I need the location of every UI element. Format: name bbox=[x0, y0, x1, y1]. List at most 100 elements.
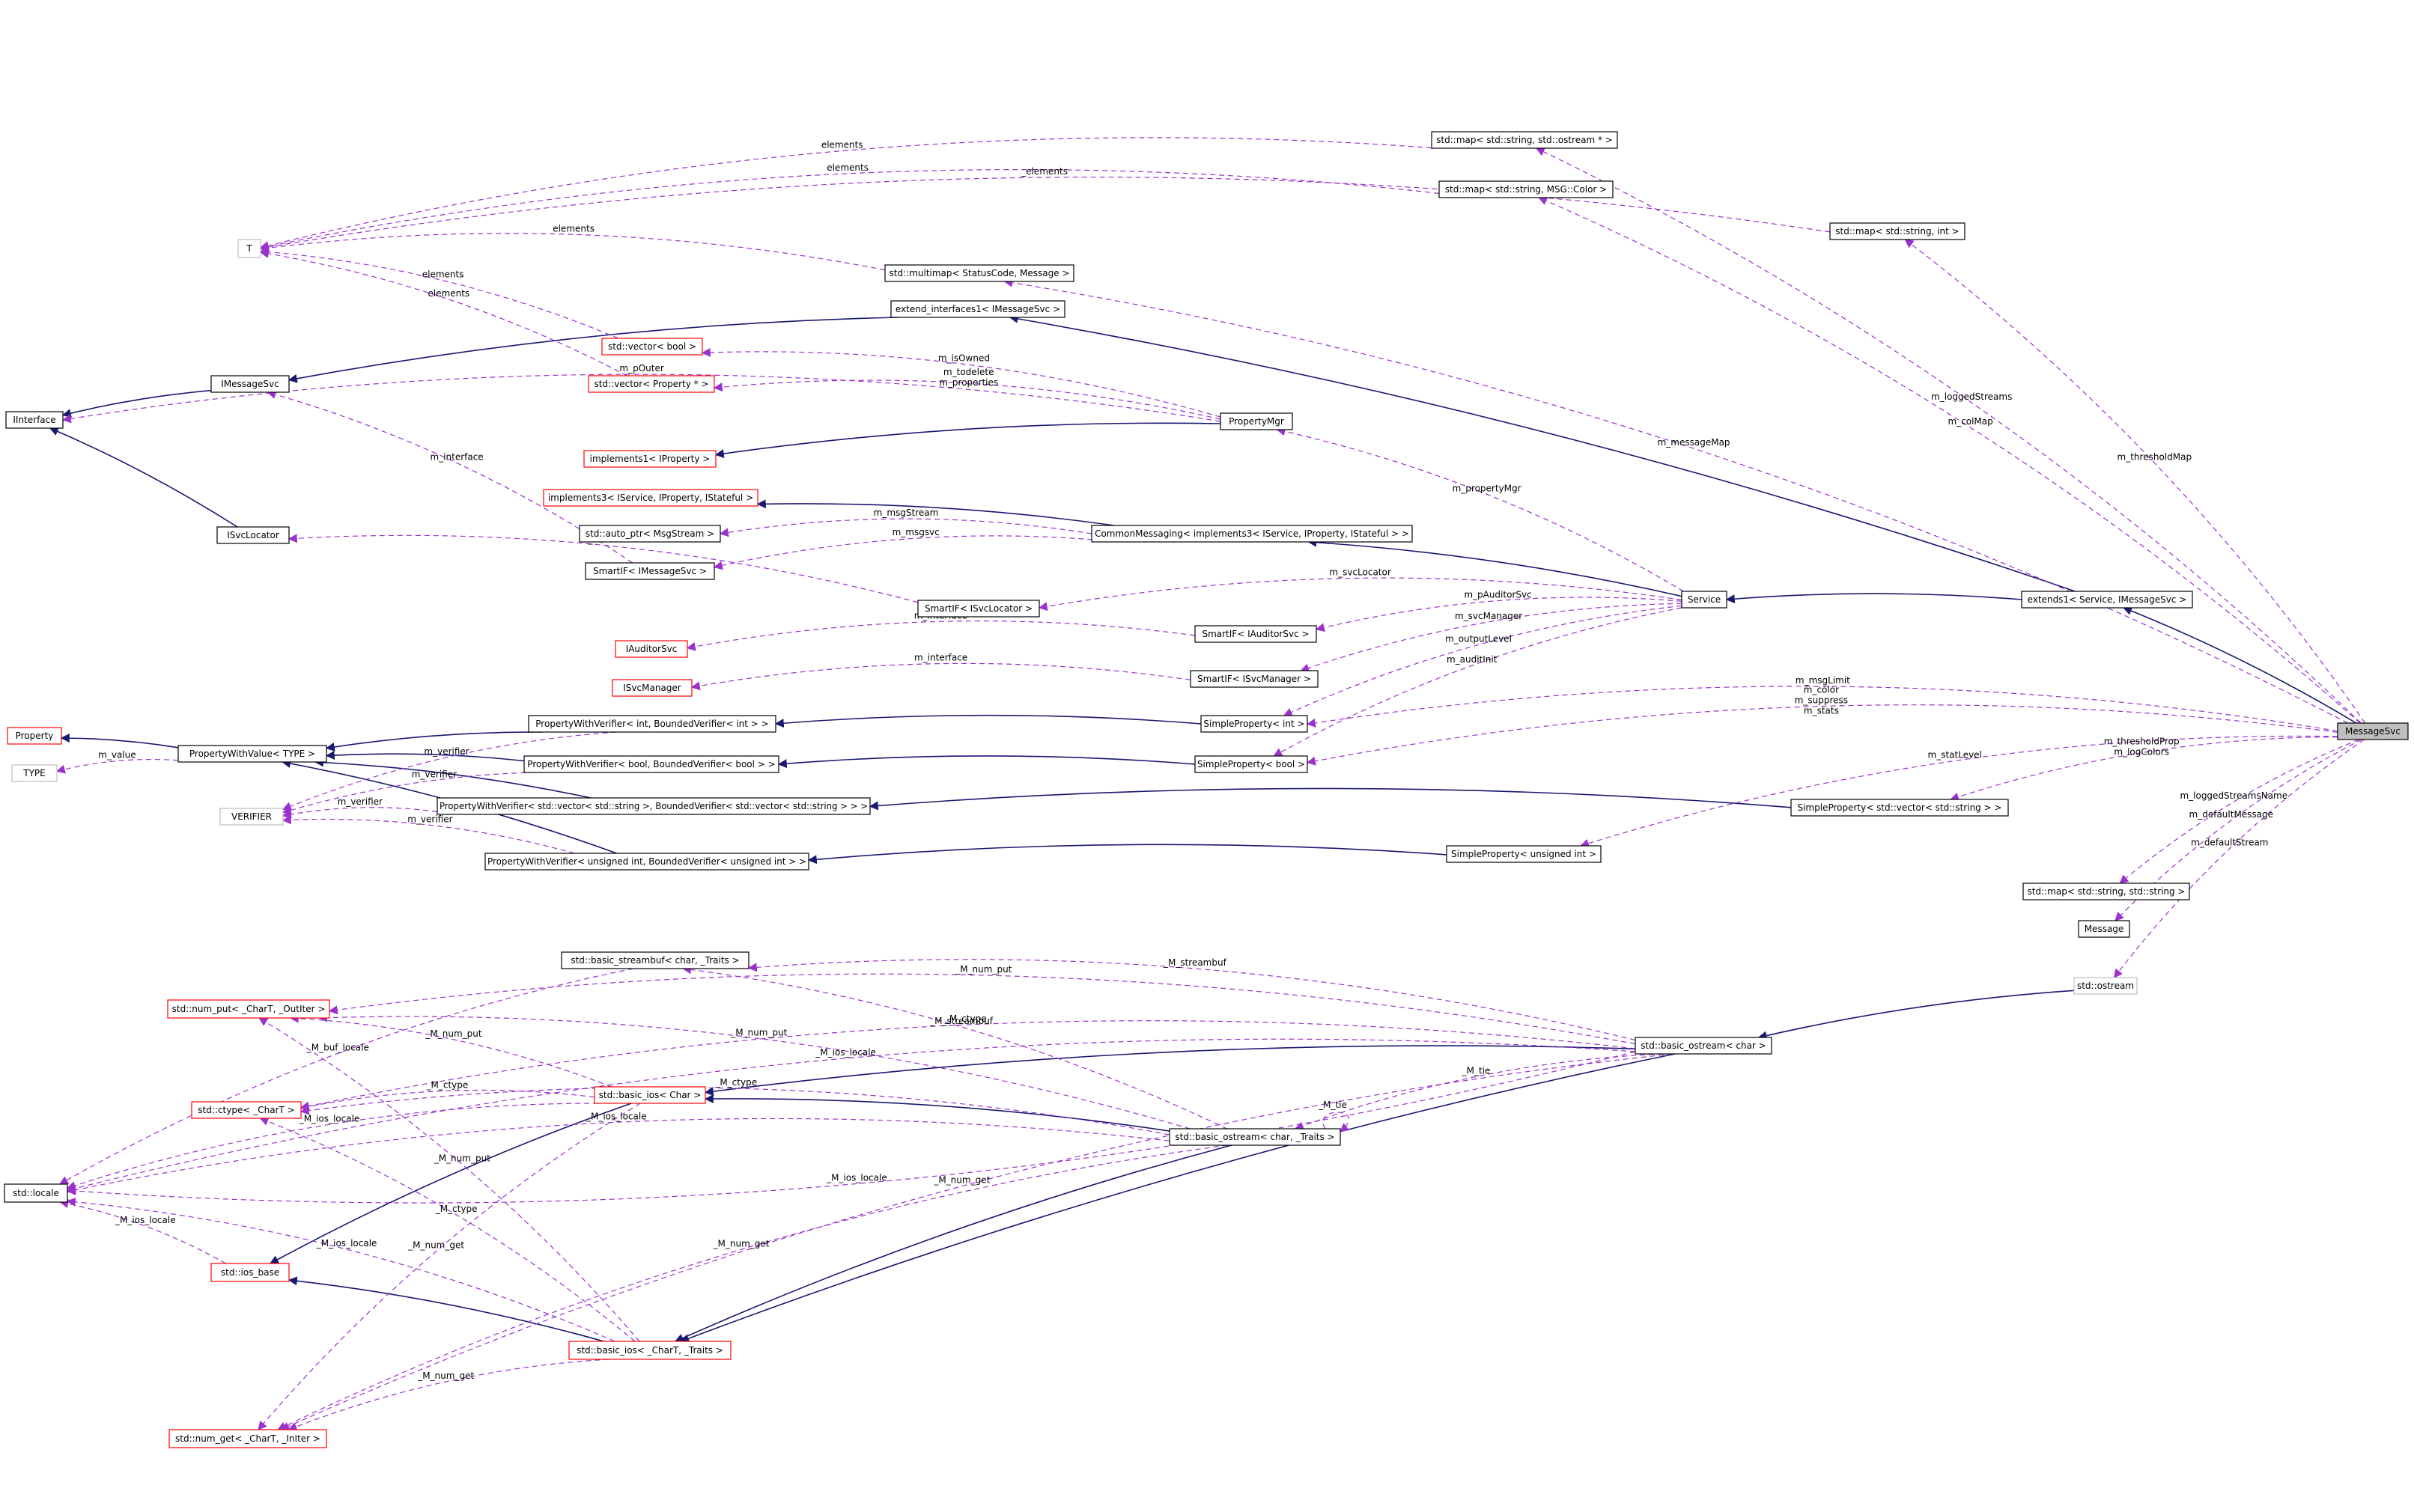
usage-edge-MessageSvc-to-SPvec bbox=[1950, 737, 2338, 802]
inheritance-edge-MessageSvc-to-extends1 bbox=[2123, 606, 2357, 724]
class-node-extendIf[interactable]: extend_interfaces1< IMessageSvc > bbox=[890, 300, 1065, 318]
edge-label-Service-to-SmartIFSvcLoc: m_svcLocator bbox=[1329, 567, 1390, 577]
class-node-vecProp[interactable]: std::vector< Property * > bbox=[588, 375, 715, 393]
edge-label-basicOstreamChar-to-numPut: _M_num_put bbox=[955, 964, 1012, 975]
class-node-multimap[interactable]: std::multimap< StatusCode, Message > bbox=[884, 264, 1074, 282]
usage-edge-Service-to-PropertyMgr bbox=[1276, 427, 1684, 592]
class-node-label: PropertyWithVerifier< int, BoundedVerifi… bbox=[535, 719, 768, 729]
class-node-SPvec[interactable]: SimpleProperty< std::vector< std::string… bbox=[1790, 799, 2009, 817]
class-node-IMessageSvc[interactable]: IMessageSvc bbox=[210, 375, 290, 393]
class-node-box bbox=[561, 951, 750, 969]
usage-edge-vecBool-to-T bbox=[259, 247, 619, 339]
class-node-basicStreambuf[interactable]: std::basic_streambuf< char, _Traits > bbox=[561, 951, 750, 969]
usage-edge-basicOstreamTraits-to-locale bbox=[66, 1118, 1170, 1195]
class-node-autoptrMsg[interactable]: std::auto_ptr< MsgStream > bbox=[579, 525, 721, 543]
usage-edge-Service-to-SPint bbox=[1283, 605, 1682, 716]
edge-label-PropertyWithValue-to-TYPE: m_value bbox=[98, 750, 136, 760]
class-node-mapOstream[interactable]: std::map< std::string, std::ostream * > bbox=[1431, 131, 1618, 149]
class-node-basicIosTraits[interactable]: std::basic_ios< _CharT, _Traits > bbox=[568, 1341, 732, 1360]
edge-label-basicOstreamTraits-to-basicStreambuf: _M_streambuf bbox=[929, 1016, 994, 1026]
edge-label-basicOstreamChar-to-locale: _M_ios_locale bbox=[826, 1172, 887, 1183]
class-node-PropertyMgr[interactable]: PropertyMgr bbox=[1220, 412, 1293, 430]
usage-edge-basicOstreamChar-to-numPut bbox=[328, 973, 1636, 1045]
class-node-IInterface[interactable]: IInterface bbox=[5, 411, 64, 429]
class-node-Service[interactable]: Service bbox=[1681, 591, 1727, 609]
class-node-T[interactable]: T bbox=[237, 239, 261, 258]
edge-label-MessageSvc-to-SPuint: m_statLevel bbox=[1928, 750, 1982, 760]
class-node-ISvcLocator[interactable]: ISvcLocator bbox=[216, 526, 290, 544]
usage-edge-basicOstreamChar-to-numGet bbox=[280, 1053, 1673, 1431]
class-node-TYPE[interactable]: TYPE bbox=[11, 764, 58, 782]
edge-label-PWVint-to-VERIFIER: m_verifier bbox=[424, 746, 469, 757]
class-node-MessageSvc[interactable]: MessageSvc bbox=[2337, 722, 2409, 740]
class-node-box bbox=[191, 1101, 302, 1119]
class-node-locale[interactable]: std::locale bbox=[4, 1183, 68, 1203]
class-node-label: std::map< std::string, MSG::Color > bbox=[1445, 184, 1607, 195]
class-node-basicOstreamChar[interactable]: std::basic_ostream< char > bbox=[1635, 1037, 1772, 1055]
class-node-VERIFIER[interactable]: VERIFIER bbox=[219, 808, 284, 826]
class-node-extends1[interactable]: extends1< Service, IMessageSvc > bbox=[2021, 591, 2193, 609]
usage-edge-SmartIFMsg-to-IMessageSvc bbox=[267, 390, 633, 564]
edge-label-basicIosChar-to-locale: _M_ios_locale bbox=[299, 1113, 360, 1124]
class-node-ISvcManager[interactable]: ISvcManager bbox=[612, 679, 693, 697]
class-node-mapStrStr[interactable]: std::map< std::string, std::string > bbox=[2022, 882, 2190, 900]
class-node-iosBase[interactable]: std::ios_base bbox=[210, 1263, 290, 1282]
class-node-SPint[interactable]: SimpleProperty< int > bbox=[1200, 715, 1308, 733]
inheritance-edge-extends1-to-extendIf bbox=[1009, 314, 2076, 592]
class-node-IAuditorSvc[interactable]: IAuditorSvc bbox=[615, 640, 688, 658]
usage-edge-CommonMessaging-to-SmartIFMsg bbox=[713, 535, 1120, 570]
class-node-PWVbool[interactable]: PropertyWithVerifier< bool, BoundedVerif… bbox=[523, 755, 779, 773]
class-node-mapInt[interactable]: std::map< std::string, int > bbox=[1829, 222, 1965, 240]
class-node-label: SmartIF< ISvcManager > bbox=[1197, 674, 1311, 684]
class-node-implements3[interactable]: implements3< IService, IProperty, IState… bbox=[543, 489, 758, 507]
edge-label-PWVvec-to-VERIFIER: m_verifier bbox=[338, 796, 383, 807]
usage-edge-mapColor-to-T bbox=[259, 169, 1440, 251]
usage-edge-MessageSvc-to-SPbool bbox=[1306, 704, 2338, 766]
class-node-ostream[interactable]: std::ostream bbox=[2073, 977, 2138, 995]
class-node-basicIosChar[interactable]: std::basic_ios< Char > bbox=[594, 1086, 706, 1104]
edge-label-Service-to-SPbool: m_auditInit bbox=[1447, 654, 1498, 665]
class-node-label: extends1< Service, IMessageSvc > bbox=[2028, 594, 2187, 605]
class-node-box bbox=[4, 1183, 68, 1203]
class-node-label: std::basic_ostream< char, _Traits > bbox=[1175, 1132, 1334, 1142]
edge-label-CommonMessaging-to-SmartIFMsg: m_msgsvc bbox=[893, 527, 940, 537]
class-node-numGet[interactable]: std::num_get< _CharT, _InIter > bbox=[168, 1429, 327, 1448]
class-node-SmartIFSvcMgr[interactable]: SmartIF< ISvcManager > bbox=[1190, 670, 1319, 688]
class-node-SmartIFSvcLoc[interactable]: SmartIF< ISvcLocator > bbox=[917, 600, 1040, 618]
class-node-mapColor[interactable]: std::map< std::string, MSG::Color > bbox=[1438, 180, 1614, 198]
class-node-label: PropertyWithVerifier< bool, BoundedVerif… bbox=[527, 759, 775, 769]
nodes-layer: MessageSvc extends1< Service, IMessageSvc… bbox=[4, 131, 2409, 1448]
edge-label-MessageSvc-to-mapStrStr: m_loggedStreamsName bbox=[2180, 790, 2287, 801]
class-node-box bbox=[5, 411, 64, 429]
class-node-box bbox=[2073, 977, 2138, 995]
class-node-implements1[interactable]: implements1< IProperty > bbox=[583, 450, 717, 468]
class-node-vecBool[interactable]: std::vector< bool > bbox=[601, 338, 703, 356]
class-node-box bbox=[219, 808, 284, 826]
usage-edge-PropertyWithValue-to-TYPE bbox=[55, 758, 179, 774]
usage-edge-SmartIFSvcMgr-to-ISvcManager bbox=[690, 662, 1191, 691]
class-node-CommonMessaging[interactable]: CommonMessaging< implements3< IService, … bbox=[1091, 525, 1413, 543]
edge-label-basicOstreamTraits-to-numPut: _M_num_put bbox=[730, 1028, 787, 1038]
class-node-PWVvec[interactable]: PropertyWithVerifier< std::vector< std::… bbox=[437, 797, 871, 815]
class-node-label: std::auto_ptr< MsgStream > bbox=[586, 528, 714, 539]
class-node-SmartIFMsg[interactable]: SmartIF< IMessageSvc > bbox=[585, 562, 715, 580]
class-node-SPuint[interactable]: SimpleProperty< unsigned int > bbox=[1446, 845, 1602, 863]
class-node-Property[interactable]: Property bbox=[7, 727, 62, 745]
class-node-label: SmartIF< IAuditorSvc > bbox=[1202, 629, 1309, 639]
edge-label-Service-to-SmartIFAud: m_pAuditorSvc bbox=[1464, 590, 1531, 600]
class-node-ctype[interactable]: std::ctype< _CharT > bbox=[191, 1101, 302, 1119]
edge-label-basicIosTraits-to-locale: _M_ios_locale bbox=[316, 1238, 377, 1249]
class-node-Message[interactable]: Message bbox=[2078, 920, 2130, 938]
class-node-SmartIFAud[interactable]: SmartIF< IAuditorSvc > bbox=[1194, 625, 1317, 643]
class-node-box bbox=[588, 375, 715, 393]
class-node-basicOstreamTraits[interactable]: std::basic_ostream< char, _Traits > bbox=[1169, 1128, 1341, 1146]
class-node-PWVuint[interactable]: PropertyWithVerifier< unsigned int, Boun… bbox=[484, 853, 809, 871]
class-node-SPbool[interactable]: SimpleProperty< bool > bbox=[1194, 755, 1308, 773]
class-node-PropertyWithValue[interactable]: PropertyWithValue< TYPE > bbox=[177, 745, 327, 763]
class-node-PWVint[interactable]: PropertyWithVerifier< int, BoundedVerifi… bbox=[528, 715, 776, 733]
class-node-numPut[interactable]: std::num_put< _CharT, _OutIter > bbox=[167, 999, 330, 1019]
usage-edge-MessageSvc-to-SPuint bbox=[1579, 735, 2338, 848]
class-node-label: std::multimap< StatusCode, Message > bbox=[890, 268, 1070, 278]
